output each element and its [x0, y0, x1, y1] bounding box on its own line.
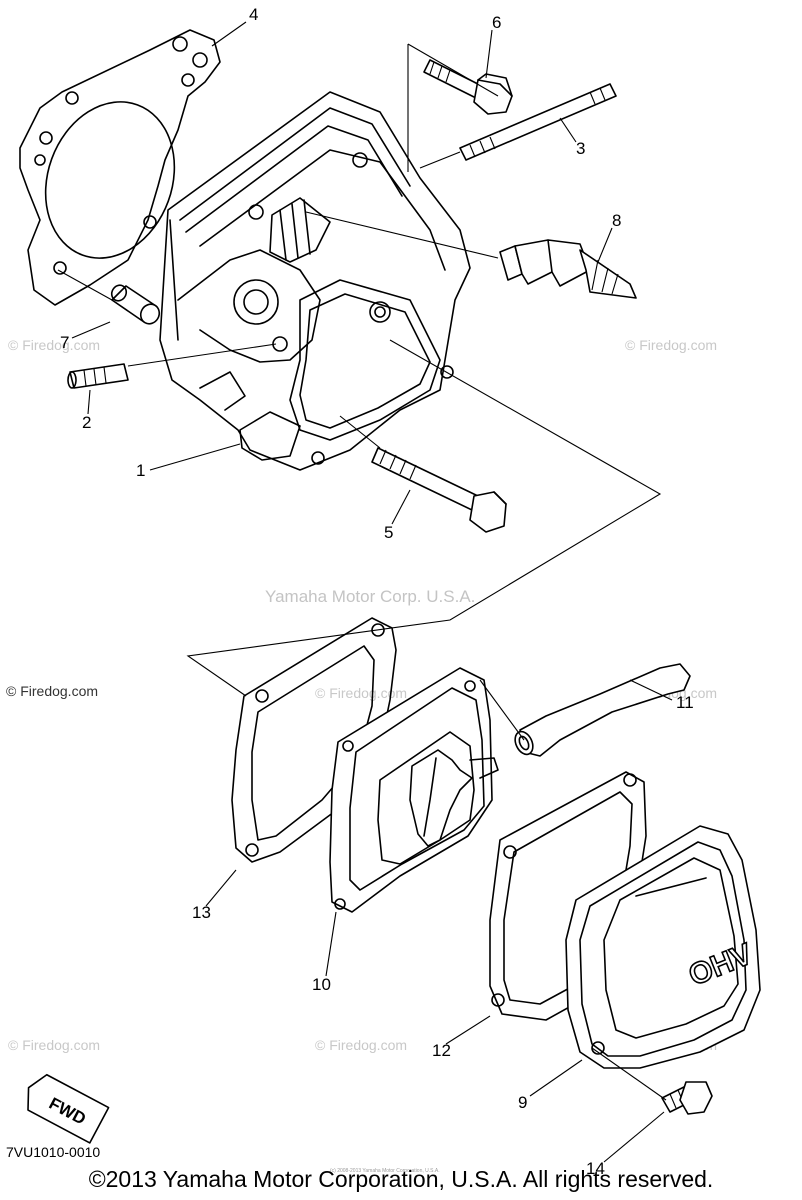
copyright-notice: ©2013 Yamaha Motor Corporation, U.S.A. A… [88, 1166, 714, 1192]
dowel-pin-7 [110, 284, 161, 325]
cover-bolt-14 [661, 1081, 713, 1115]
callout-6: 6 [492, 13, 501, 32]
callout-8: 8 [612, 211, 621, 230]
callout-13: 13 [192, 903, 211, 922]
callout-7: 7 [60, 333, 69, 352]
callout-1: 1 [136, 461, 145, 480]
tiny-notice: (c) 2008-2013 Yamaha Motor Corporation, … [330, 1168, 440, 1174]
head-gasket [19, 29, 221, 306]
watermark-text: © Firedog.com [8, 337, 100, 353]
breather-hose [514, 663, 691, 757]
spark-plug [499, 239, 637, 299]
stud-2 [67, 363, 129, 389]
watermark-text: © Firedog.com [315, 1037, 407, 1053]
callout-4: 4 [249, 5, 258, 24]
valve-cover-9: OHV [565, 825, 761, 1069]
center-watermark: Yamaha Motor Corp. U.S.A. [265, 587, 475, 606]
callout-12: 12 [432, 1041, 451, 1060]
diagram-code: 7VU1010-0010 [6, 1144, 101, 1160]
watermark-text: © Firedog.com [315, 685, 407, 701]
leader-lines [71, 21, 673, 1163]
callout-14: 14 [586, 1159, 605, 1178]
cylinder-head [159, 91, 471, 471]
head-bolt-6 [423, 59, 513, 115]
callout-5: 5 [384, 523, 393, 542]
head-bolt-5 [371, 447, 507, 533]
watermark-text: © Firedog.com [625, 337, 717, 353]
fwd-arrow-icon: FWD [27, 1073, 110, 1144]
callout-10: 10 [312, 975, 331, 994]
callout-11: 11 [676, 693, 694, 712]
callout-2: 2 [82, 413, 91, 432]
site-watermark: © Firedog.com [6, 683, 99, 699]
breather-plate-10 [329, 667, 499, 913]
part-callouts: 4 6 3 8 7 2 1 5 11 13 10 12 9 14 [60, 5, 694, 1178]
assembly-lines [57, 43, 667, 1101]
watermark-text: © Firedog.com [8, 1037, 100, 1053]
callout-9: 9 [518, 1093, 527, 1112]
stud-bolt-3 [459, 83, 617, 161]
callout-3: 3 [576, 139, 585, 158]
